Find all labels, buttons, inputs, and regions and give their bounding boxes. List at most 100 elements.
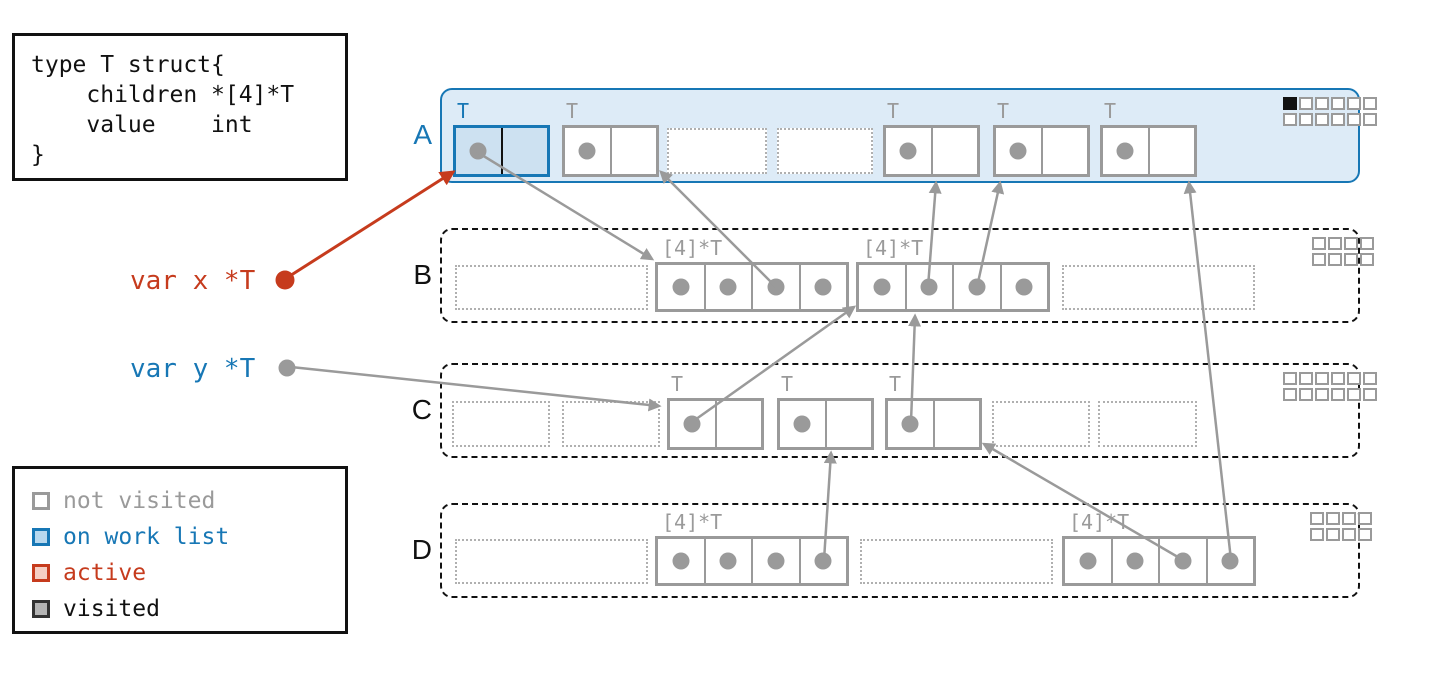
array-cell (706, 265, 753, 309)
bitmap-cell (1358, 528, 1372, 541)
pointer-slot-dot (1079, 552, 1097, 570)
heap-object-T (1100, 125, 1197, 177)
pointer-slot-dot (793, 415, 811, 433)
bitmap-cell (1283, 388, 1297, 401)
bitmap-row (1312, 253, 1376, 269)
empty-slot (455, 265, 648, 310)
bitmap-row (1283, 113, 1379, 129)
legend-item-on-work-list: on work list (15, 519, 345, 555)
heap-object-T (993, 125, 1090, 177)
type-label: [4]*T (1069, 510, 1130, 534)
pointer-slot-dot (672, 278, 690, 296)
bitmap-cell (1328, 253, 1342, 266)
bitmap-cell (1358, 512, 1372, 525)
bitmap-cell (1312, 253, 1326, 266)
empty-slot (562, 401, 660, 447)
type-label: T (671, 372, 684, 396)
pointer-slot-dot (469, 142, 487, 160)
bitmap-row (1312, 237, 1376, 253)
bitmap-cell (1363, 372, 1377, 385)
type-label: [4]*T (863, 236, 924, 260)
legend-label: visited (63, 596, 160, 622)
var-x-label: var x *T (130, 266, 256, 296)
bitmap-cell (1347, 372, 1361, 385)
array-cell (753, 265, 801, 309)
object-cell-children (886, 128, 933, 174)
type-label: T (457, 99, 470, 123)
pointer-slot-dot (767, 552, 785, 570)
bitmap-cell (1342, 528, 1356, 541)
empty-slot (452, 401, 550, 447)
array-cell (1208, 539, 1254, 583)
object-cell-children (456, 128, 503, 174)
empty-slot (777, 128, 873, 174)
span-label-D: D (411, 533, 432, 565)
array-cell (954, 265, 1002, 309)
pointer-slot-dot (920, 278, 938, 296)
bitmap-cell (1347, 97, 1361, 110)
array-cell (658, 265, 706, 309)
bitmap-cell (1360, 253, 1374, 266)
pointer-slot-dot (672, 552, 690, 570)
type-label: T (887, 99, 900, 123)
type-label: T (781, 372, 794, 396)
bitmap-cell (1315, 372, 1329, 385)
allocation-bitmap-icon (1312, 237, 1376, 269)
type-label: T (1104, 99, 1117, 123)
object-cell-children (996, 128, 1043, 174)
object-cell-children (565, 128, 612, 174)
heap-object-T (667, 398, 764, 450)
bitmap-cell (1326, 528, 1340, 541)
heap-object-T (883, 125, 980, 177)
array-cell (859, 265, 907, 309)
type-label: T (566, 99, 579, 123)
object-cell-children (888, 401, 935, 447)
object-cell-value (503, 128, 548, 174)
pointer-slot-dot (1015, 278, 1033, 296)
array-cell (1160, 539, 1208, 583)
array-object-4T (655, 262, 849, 312)
pointer-slot-dot (767, 278, 785, 296)
legend-label: on work list (63, 524, 230, 550)
bitmap-cell (1344, 237, 1358, 250)
bitmap-cell (1363, 97, 1377, 110)
empty-slot (667, 128, 767, 174)
bitmap-cell (1328, 237, 1342, 250)
bitmap-cell (1342, 512, 1356, 525)
legend-item-active: active (15, 555, 345, 591)
bitmap-row (1283, 97, 1379, 113)
bitmap-cell (1331, 113, 1345, 126)
empty-slot (455, 539, 648, 584)
bitmap-cell (1363, 113, 1377, 126)
pointer-slot-dot (1116, 142, 1134, 160)
array-cell (801, 265, 847, 309)
bitmap-cell (1360, 237, 1374, 250)
type-label: T (997, 99, 1010, 123)
bitmap-cell (1347, 388, 1361, 401)
pointer-slot-dot (719, 278, 737, 296)
span-label-B: B (413, 258, 432, 290)
bitmap-cell (1310, 528, 1324, 541)
bitmap-cell (1331, 388, 1345, 401)
array-cell (1113, 539, 1160, 583)
array-cell (907, 265, 954, 309)
bitmap-row (1310, 528, 1374, 544)
pointer-slot-dot (814, 552, 832, 570)
array-cell (706, 539, 753, 583)
array-cell (658, 539, 706, 583)
pointer-slot-dot (901, 415, 919, 433)
type-label: [4]*T (662, 236, 723, 260)
pointer-slot-dot (1174, 552, 1192, 570)
bitmap-row (1310, 512, 1374, 528)
empty-slot (992, 401, 1090, 447)
bitmap-cell (1312, 237, 1326, 250)
object-cell-value (612, 128, 657, 174)
pointer-slot-dot (683, 415, 701, 433)
array-cell (1065, 539, 1113, 583)
bitmap-row (1283, 388, 1379, 404)
var-x-dot (275, 270, 295, 290)
pointer-slot-dot (578, 142, 596, 160)
object-cell-children (780, 401, 827, 447)
